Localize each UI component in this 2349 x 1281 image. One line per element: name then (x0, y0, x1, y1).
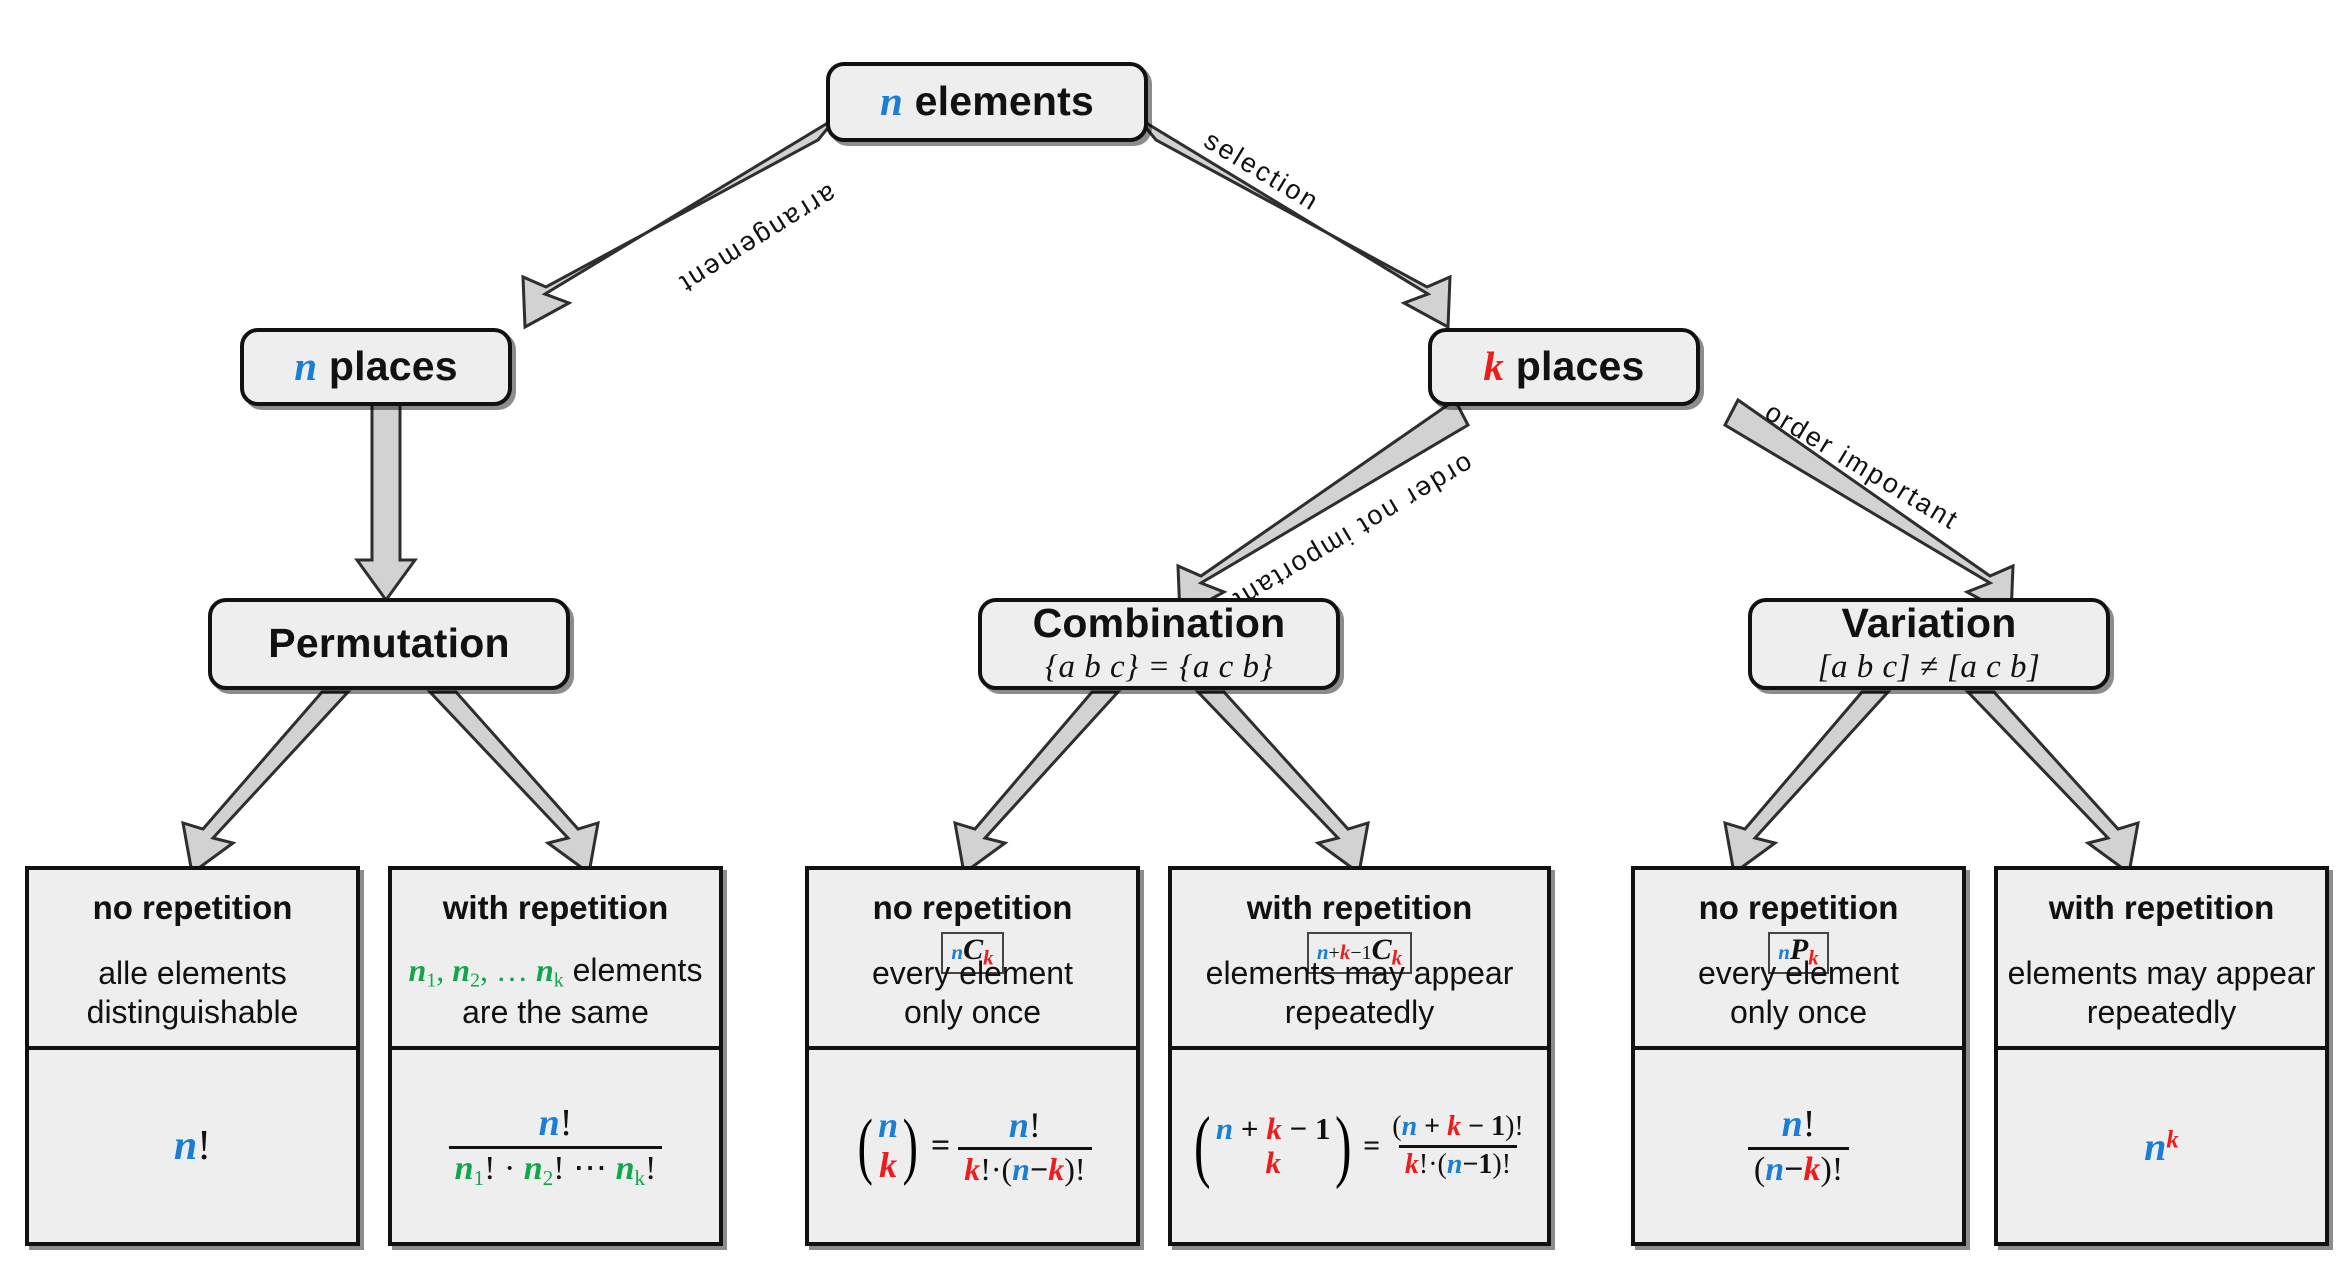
leaf-head: with repetition (442, 889, 669, 926)
leaf-desc-line1: elements may appear (1205, 954, 1514, 991)
node-combination[interactable]: Combination {a b c} = {a c b} (978, 598, 1340, 690)
arrow-variation-right (1964, 690, 2140, 876)
leaf-formula-section: nk (1998, 1050, 2325, 1242)
leaf-desc-line1: every element (1698, 954, 1899, 991)
arrow-n-places-permutation (354, 388, 418, 603)
symbol-nCk: nCk (941, 932, 1004, 974)
leaf-desc-line2: repeatedly (1284, 993, 1435, 1030)
leaf-desc-line2: distinguishable (86, 993, 299, 1030)
leaf-description: n1, n2, … nk elements are the same (392, 951, 719, 1032)
arrow-combination-left (953, 690, 1122, 876)
leaf-formula-section: ( n k ) = n! k!·(n−k)! (809, 1050, 1136, 1242)
k-places-variable: k (1483, 343, 1505, 390)
arrow-arrangement (521, 116, 838, 330)
leaf-top-section: with repetition elements may appear repe… (1998, 870, 2325, 1050)
arrow-order-important (1723, 397, 2015, 619)
formula-binomial-nk: ( n k ) = n! k!·(n−k)! (853, 1104, 1092, 1189)
combination-note: {a b c} = {a c b} (1044, 649, 1274, 686)
leaf-head: no repetition (872, 889, 1073, 926)
arrow-permutation-right (426, 690, 600, 876)
leaf-head: no repetition (92, 889, 293, 926)
n-places-variable: n (294, 343, 318, 390)
root-text: elements (914, 78, 1094, 125)
formula-variation-no-rep: n! (n−k)! (1747, 1103, 1850, 1189)
leaf-desc-line1: n1, n2, … nk elements (408, 952, 703, 992)
leaf-desc-line1: alle elements (98, 954, 287, 991)
leaf-desc-line2: repeatedly (2086, 993, 2237, 1030)
leaf-desc-line2: only once (1730, 993, 1867, 1030)
node-root-label: n elements (880, 80, 1094, 123)
arrow-selection (1136, 116, 1452, 330)
leaf-desc-line2: are the same (462, 993, 649, 1030)
k-places-text: places (1515, 343, 1645, 390)
leaf-desc-line2: only once (904, 993, 1041, 1030)
leaf-formula-section: n! (29, 1050, 356, 1242)
leaf-top-section: with repetition n+k−1Ck elements may app… (1172, 870, 1547, 1050)
formula-n-power-k: nk (2144, 1123, 2179, 1169)
formula-n-factorial: n! (173, 1123, 212, 1169)
arrow-order-not-important (1176, 397, 1470, 619)
leaf-description: every element only once (809, 954, 1136, 1032)
leaf-variation-no-repetition[interactable]: no repetition nPk every element only onc… (1631, 866, 1966, 1246)
leaf-head: no repetition (1698, 889, 1899, 926)
node-n-places-label: n places (294, 345, 457, 388)
permutation-title: Permutation (268, 620, 510, 667)
leaf-permutation-with-repetition[interactable]: with repetition n1, n2, … nk elements ar… (388, 866, 723, 1246)
leaf-description: elements may appear repeatedly (1998, 954, 2325, 1032)
leaf-head: with repetition (2048, 889, 2275, 926)
leaf-formula-section: ( n + k − 1 k ) = (n + k − 1)! k!·(n−1)! (1172, 1050, 1547, 1242)
node-root-n-elements[interactable]: n elements (826, 62, 1148, 142)
leaf-formula-section: n! (n−k)! (1635, 1050, 1962, 1242)
root-variable: n (880, 78, 904, 125)
leaf-top-section: no repetition nCk every element only onc… (809, 870, 1136, 1050)
leaf-permutation-no-repetition[interactable]: no repetition alle elements distinguisha… (25, 866, 360, 1246)
formula-multiset-permutation: n! n1! · n2! ⋯ nk! (448, 1102, 663, 1190)
leaf-description: elements may appear repeatedly (1172, 954, 1547, 1032)
variation-title: Variation (1841, 599, 2017, 646)
leaf-desc-line1: elements may appear (2007, 954, 2316, 991)
arrow-variation-left (1723, 690, 1892, 876)
combination-title: Combination (1032, 599, 1286, 646)
n-places-text: places (328, 343, 458, 390)
leaf-description: every element only once (1635, 954, 1962, 1032)
leaf-description: alle elements distinguishable (29, 954, 356, 1032)
node-variation[interactable]: Variation [a b c] ≠ [a c b] (1748, 598, 2110, 690)
arrow-combination-right (1194, 690, 1370, 876)
symbol-nPk: nPk (1768, 932, 1829, 974)
leaf-top-section: no repetition nPk every element only onc… (1635, 870, 1962, 1050)
arrow-permutation-left (181, 690, 352, 876)
leaf-combination-with-repetition[interactable]: with repetition n+k−1Ck elements may app… (1168, 866, 1551, 1246)
leaf-top-section: with repetition n1, n2, … nk elements ar… (392, 870, 719, 1050)
node-k-places[interactable]: k places (1428, 328, 1700, 406)
leaf-formula-section: n! n1! · n2! ⋯ nk! (392, 1050, 719, 1242)
leaf-head: with repetition (1246, 889, 1473, 926)
leaf-variation-with-repetition[interactable]: with repetition elements may appear repe… (1994, 866, 2329, 1246)
node-k-places-label: k places (1483, 345, 1644, 388)
leaf-combination-no-repetition[interactable]: no repetition nCk every element only onc… (805, 866, 1140, 1246)
elements-word: elements (572, 952, 703, 989)
symbol-n-plus-k-minus-1-C-k: n+k−1Ck (1306, 932, 1413, 974)
node-n-places[interactable]: n places (240, 328, 512, 406)
formula-binomial-n-plus-k-minus-1: ( n + k − 1 k ) = (n + k − 1)! k!·(n−1)! (1194, 1101, 1524, 1190)
leaf-top-section: no repetition alle elements distinguisha… (29, 870, 356, 1050)
leaf-desc-line1: every element (872, 954, 1073, 991)
variation-note: [a b c] ≠ [a c b] (1817, 649, 2041, 686)
node-permutation[interactable]: Permutation (208, 598, 570, 690)
